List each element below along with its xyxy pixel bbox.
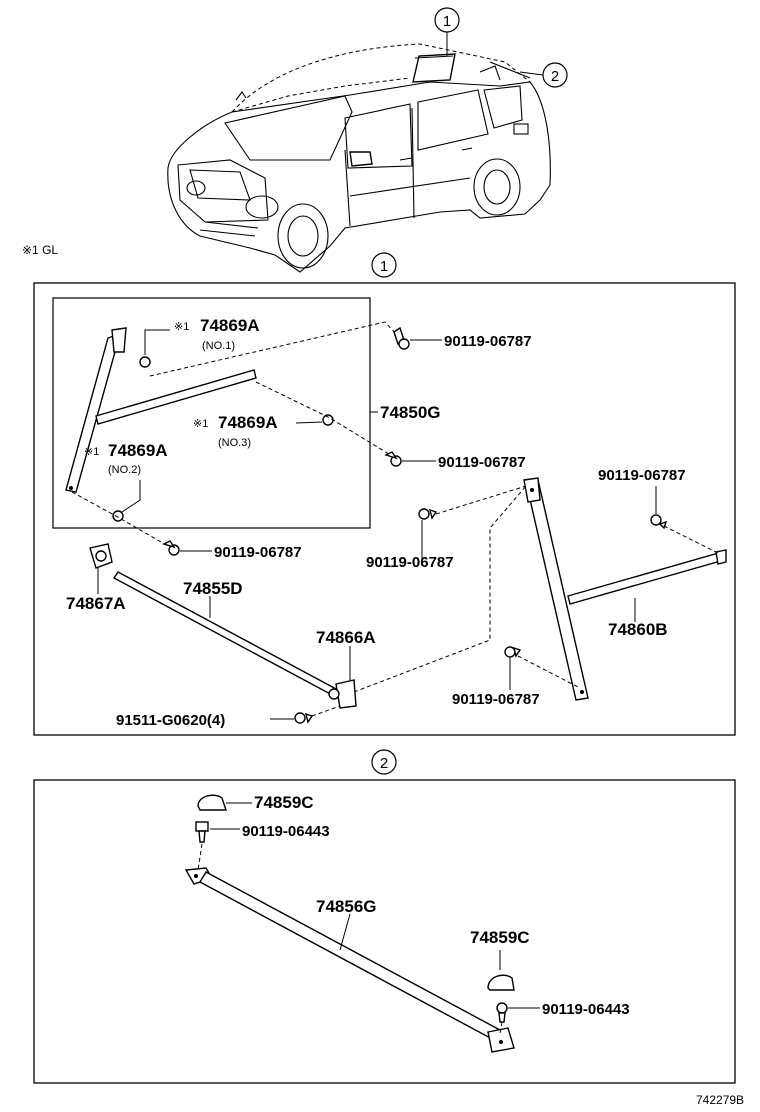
part-brace-horizontal	[95, 369, 257, 425]
label-bolt-e: 90119-06787	[598, 467, 686, 484]
svg-text:1: 1	[380, 258, 388, 275]
part-74867a-bracket	[89, 543, 113, 569]
part-74860b-bar	[567, 549, 727, 605]
label-74860b: 74860B	[608, 620, 668, 639]
part-74866a-bracket	[328, 679, 357, 709]
section1-frame	[33, 282, 736, 736]
bolt-top-s2	[195, 821, 209, 843]
bolt-91511	[294, 712, 314, 724]
label-74869a-no3-prefix: ※1	[193, 418, 208, 430]
part-74859c-top	[197, 794, 227, 811]
label-74869a-no2-prefix: ※1	[84, 446, 99, 458]
label-74869a-no2: 74869A	[108, 441, 168, 460]
bolt-b	[384, 451, 402, 467]
figure-id: 742279B	[696, 1093, 744, 1107]
section2-callout: 2	[371, 749, 397, 775]
bolt-c	[162, 540, 180, 556]
svg-text:2: 2	[551, 68, 559, 85]
section2-frame	[33, 779, 736, 1084]
bolt-f	[504, 646, 522, 658]
label-bolt-c: 90119-06787	[214, 544, 302, 561]
bolt-bottom-s2	[496, 1002, 508, 1023]
label-bolt-top: 90119-06443	[242, 823, 330, 840]
note-gl: ※1 GL	[22, 243, 58, 257]
part-74856g-bar	[184, 867, 515, 1053]
svg-text:1: 1	[443, 13, 451, 30]
label-74869a-no1: 74869A	[200, 316, 260, 335]
label-74867a: 74867A	[66, 594, 126, 613]
clip-no1	[139, 356, 151, 368]
part-74859c-bottom	[487, 974, 515, 991]
bolt-d	[418, 508, 438, 520]
part-brace-diagonal	[523, 477, 589, 701]
label-74869a-no1-prefix: ※1	[174, 321, 189, 333]
clip-no2	[112, 510, 124, 522]
callout-2-vehicle: 2	[519, 62, 568, 88]
label-74869a-no3-sub: (NO.3)	[218, 437, 251, 449]
inset-74850g-frame	[52, 297, 371, 529]
section1-callout: 1	[371, 252, 397, 278]
part-brace-vertical	[65, 327, 127, 493]
label-cap-bottom: 74859C	[470, 928, 530, 947]
label-bolt-bottom: 90119-06443	[542, 1001, 630, 1018]
bolt-a	[393, 326, 410, 350]
label-74856g: 74856G	[316, 897, 377, 916]
label-cap-top: 74859C	[254, 793, 314, 812]
callout-1-vehicle: 1	[434, 7, 460, 56]
label-bolt-a: 90119-06787	[444, 333, 532, 350]
label-bolt-d: 90119-06787	[366, 554, 454, 571]
svg-text:2: 2	[380, 755, 388, 772]
label-bolt-b: 90119-06787	[438, 454, 526, 471]
bolt-e	[650, 514, 668, 530]
label-74866a: 74866A	[316, 628, 376, 647]
label-74869a-no2-sub: (NO.2)	[108, 464, 141, 476]
label-bolt-f: 90119-06787	[452, 691, 540, 708]
label-74869a-no1-sub: (NO.1)	[202, 340, 235, 352]
label-74855d: 74855D	[183, 579, 243, 598]
label-91511: 91511-G0620(4)	[116, 712, 225, 729]
label-74869a-no3: 74869A	[218, 413, 278, 432]
vehicle-illustration	[167, 43, 551, 273]
label-74850g: 74850G	[380, 403, 441, 422]
